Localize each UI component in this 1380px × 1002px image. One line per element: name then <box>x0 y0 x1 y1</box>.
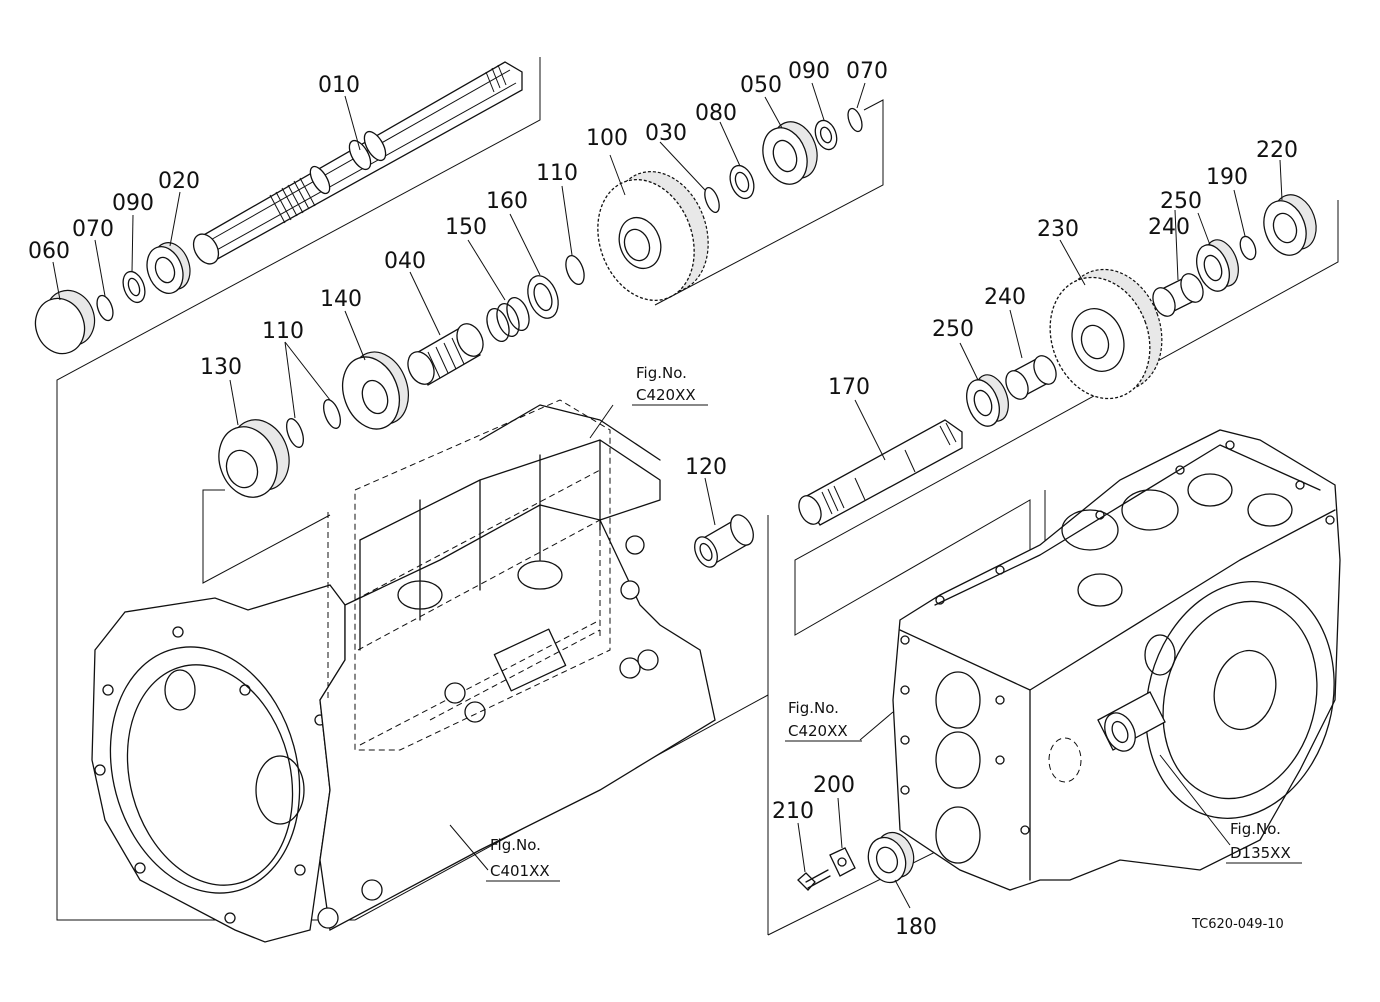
spring-150 <box>486 297 530 342</box>
label-110-pair: 110 <box>262 319 304 344</box>
snap-ring-030 <box>704 186 720 214</box>
lock-plate-200 <box>829 847 856 877</box>
cap-060 <box>34 289 96 355</box>
svg-text:D135XX: D135XX <box>1230 844 1291 862</box>
oil-seal-180 <box>867 831 915 884</box>
gear-230 <box>1049 268 1163 400</box>
snap-ring-110-mid <box>565 254 585 286</box>
snap-ring-070-left <box>96 294 114 322</box>
hub-frame-left <box>202 489 331 584</box>
washer-160 <box>527 275 559 319</box>
svg-text:Fig.No.: Fig.No. <box>788 699 839 717</box>
shaft-170 <box>798 419 963 526</box>
thrust-washer-250-upper <box>1196 239 1239 292</box>
label-020: 020 <box>158 169 200 194</box>
gear-100 <box>597 171 709 301</box>
needle-bearing-240-lower <box>1005 355 1057 400</box>
thrust-washer-250-lower <box>966 374 1009 427</box>
snap-rings-110-pair <box>286 399 341 448</box>
svg-text:Fig.No.: Fig.No. <box>636 364 687 382</box>
figref-c420-right[interactable]: Fig.No. C420XX <box>785 699 862 742</box>
svg-text:Fig.No.: Fig.No. <box>1230 820 1281 838</box>
label-130: 130 <box>200 355 242 380</box>
figref-c401[interactable]: Fig.No. C401XX <box>486 836 560 882</box>
svg-text:C401XX: C401XX <box>490 862 550 880</box>
svg-text:Fig.No.: Fig.No. <box>490 836 541 854</box>
needle-bearing-240-upper <box>1152 273 1204 317</box>
svg-text:C420XX: C420XX <box>788 722 848 740</box>
svg-text:C420XX: C420XX <box>636 386 696 404</box>
snap-ring-190 <box>1239 235 1257 261</box>
shift-hub-140 <box>341 351 409 430</box>
label-160: 160 <box>486 189 528 214</box>
transmission-case-left <box>91 399 716 943</box>
label-060: 060 <box>28 239 70 264</box>
label-250-upper: 250 <box>1160 189 1202 214</box>
label-190: 190 <box>1206 165 1248 190</box>
bolt-210 <box>797 869 831 891</box>
drawing-code: TC620-049-10 <box>1191 917 1284 932</box>
washer-080 <box>729 164 755 200</box>
bushing-120 <box>694 514 754 568</box>
bearing-220 <box>1263 194 1317 256</box>
label-070-left: 070 <box>72 217 114 242</box>
label-240-upper: 240 <box>1148 215 1190 240</box>
label-040: 040 <box>384 249 426 274</box>
washer-090-right <box>814 119 838 151</box>
leader-lines <box>52 82 1283 909</box>
figure-references: Fig.No. C420XX Fig.No. C420XX Fig.No. C4… <box>486 364 1302 882</box>
label-120: 120 <box>685 455 727 480</box>
transmission-case-right <box>892 429 1341 891</box>
label-010: 010 <box>318 73 360 98</box>
washer-090-left <box>122 270 146 304</box>
label-210: 210 <box>772 799 814 824</box>
label-090-left: 090 <box>112 191 154 216</box>
splined-sleeve-040 <box>407 323 484 386</box>
label-240-lower: 240 <box>984 285 1026 310</box>
figref-d135[interactable]: Fig.No. D135XX <box>1226 820 1302 864</box>
label-080: 080 <box>695 101 737 126</box>
label-200: 200 <box>813 773 855 798</box>
label-140: 140 <box>320 287 362 312</box>
coupler-130 <box>218 419 290 498</box>
label-090-right: 090 <box>788 59 830 84</box>
label-220: 220 <box>1256 138 1298 163</box>
label-070-right: 070 <box>846 59 888 84</box>
snap-ring-070-right <box>847 107 863 133</box>
small-bushings <box>317 535 659 929</box>
label-170: 170 <box>828 375 870 400</box>
label-250-lower: 250 <box>932 317 974 342</box>
bearing-020 <box>146 242 191 294</box>
label-180: 180 <box>895 915 937 940</box>
upper-frame-right <box>654 99 884 306</box>
label-030: 030 <box>645 121 687 146</box>
label-100: 100 <box>586 126 628 151</box>
label-110-mid: 110 <box>536 161 578 186</box>
main-shaft-010 <box>192 61 523 265</box>
label-230: 230 <box>1037 217 1079 242</box>
figref-c420-top[interactable]: Fig.No. C420XX <box>632 364 708 406</box>
label-150: 150 <box>445 215 487 240</box>
label-050: 050 <box>740 73 782 98</box>
part-labels: 010 020 090 070 060 100 030 080 050 090 … <box>28 59 1298 940</box>
bearing-050 <box>762 121 818 185</box>
